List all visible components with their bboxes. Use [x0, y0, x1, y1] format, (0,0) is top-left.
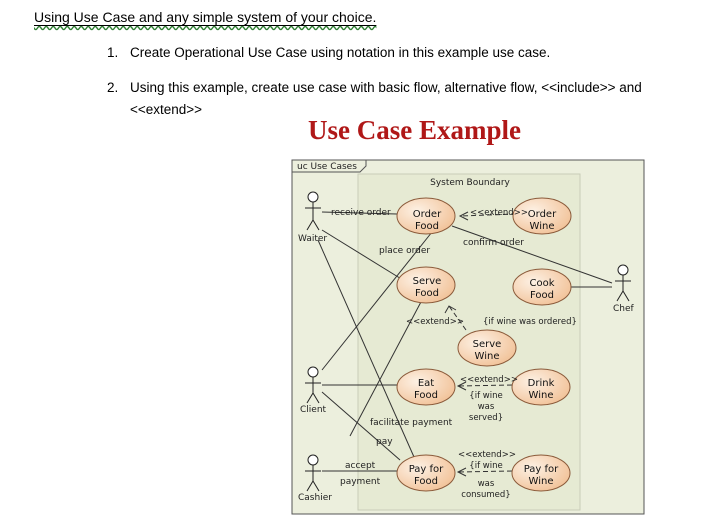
drink-wine-line2: Wine	[529, 390, 554, 401]
client-pay-food-line	[321, 391, 401, 461]
frame-tab	[291, 159, 367, 173]
order-wine-line1: Order	[528, 209, 557, 220]
if-wine-served-line1: {if wine	[469, 391, 502, 401]
serve-food-cashier-line	[349, 299, 423, 437]
if-wine-consumed-line3: consumed}	[461, 490, 510, 500]
serve-wine-line1: Serve	[473, 339, 502, 350]
extend-serve-wine-label: <<extend>>	[406, 317, 464, 327]
accept-label: accept	[345, 461, 376, 471]
extend-drink-wine-line	[457, 384, 513, 387]
task-1-number: 1.	[107, 45, 119, 60]
extend-pay-wine-arrowhead	[456, 467, 467, 477]
serve-wine-usecase	[457, 329, 517, 367]
drink-wine-usecase	[511, 368, 571, 406]
pay-for-wine-usecase	[511, 454, 571, 492]
waiter-order-food-line	[321, 211, 398, 215]
serve-food-line2: Food	[415, 288, 439, 299]
waiter-actor	[305, 191, 321, 231]
order-wine-usecase	[512, 197, 572, 235]
if-wine-served-line2: was	[478, 402, 495, 412]
extend-drink-wine-label: <<extend>>	[460, 375, 518, 385]
cook-food-usecase	[512, 268, 572, 306]
client-actor	[305, 366, 321, 404]
extend-pay-wine-line	[457, 470, 513, 473]
diagram-heading: Use Case Example	[308, 115, 521, 145]
waiter-pay-food-line	[317, 239, 415, 458]
chef-label: Chef	[613, 304, 635, 314]
cook-food-line2: Food	[530, 290, 554, 301]
drink-wine-line1: Drink	[528, 378, 555, 389]
task-2-text-line2: <<extend>>	[130, 102, 203, 117]
eat-food-line1: Eat	[418, 378, 434, 389]
extend-drink-wine-arrowhead	[456, 381, 467, 391]
order-wine-line2: Wine	[530, 221, 555, 232]
payment-label: payment	[340, 477, 381, 487]
order-food-line1: Order	[413, 209, 442, 220]
waiter-label: Waiter	[298, 234, 327, 244]
cashier-actor	[305, 454, 321, 492]
if-wine-served-line3: served}	[469, 413, 503, 423]
eat-food-usecase	[396, 368, 456, 406]
extend-pay-wine-label: <<extend>>	[458, 450, 516, 460]
chef-actor	[615, 264, 631, 302]
frame-tab-label: uc Use Cases	[297, 162, 357, 172]
assignment-intro: Using Use Case and any simple system of …	[34, 9, 376, 25]
extend-order-wine-line	[459, 213, 517, 217]
client-label: Client	[300, 405, 327, 415]
pay-for-food-line2: Food	[414, 476, 438, 487]
pay-for-food-line1: Pay for	[409, 464, 444, 475]
eat-food-line2: Food	[414, 390, 438, 401]
place-order-label: place order	[379, 246, 430, 256]
pay-for-wine-line1: Pay for	[524, 464, 559, 475]
cashier-label: Cashier	[298, 493, 332, 503]
extend-serve-wine-arrowhead	[444, 305, 457, 314]
cook-food-line1: Cook	[529, 278, 554, 289]
task-2-text-line1: Using this example, create use case with…	[130, 80, 642, 95]
if-wine-consumed-line2: was	[478, 479, 495, 489]
facilitate-payment-label: facilitate payment	[370, 418, 453, 428]
task-1-text: Create Operational Use Case using notati…	[130, 45, 551, 60]
system-boundary-label: System Boundary	[430, 178, 510, 188]
client-order-food-line	[321, 231, 433, 371]
serve-food-line1: Serve	[413, 276, 442, 287]
serve-wine-line2: Wine	[475, 351, 500, 362]
task-2-number: 2.	[107, 80, 119, 95]
pay-for-wine-line2: Wine	[529, 476, 554, 487]
pay-for-food-usecase	[396, 454, 456, 492]
extend-order-wine-label: <<extend>>	[470, 208, 528, 218]
if-wine-consumed-line1: {if wine	[469, 461, 502, 471]
order-food-chef-line	[451, 225, 613, 284]
waiter-serve-food-line	[321, 229, 404, 281]
order-food-usecase	[396, 197, 456, 235]
pay-label: pay	[376, 437, 393, 447]
order-food-line2: Food	[415, 221, 439, 232]
extend-serve-wine-line	[448, 305, 467, 331]
extend-order-wine-arrowhead	[458, 211, 469, 221]
intro-text: Using Use Case and any simple system of …	[34, 9, 377, 25]
if-wine-ordered-label: {if wine was ordered}	[483, 317, 577, 327]
receive-order-label: receive order	[331, 208, 391, 218]
serve-food-usecase	[396, 266, 456, 304]
confirm-order-label: confirm order	[463, 238, 524, 248]
